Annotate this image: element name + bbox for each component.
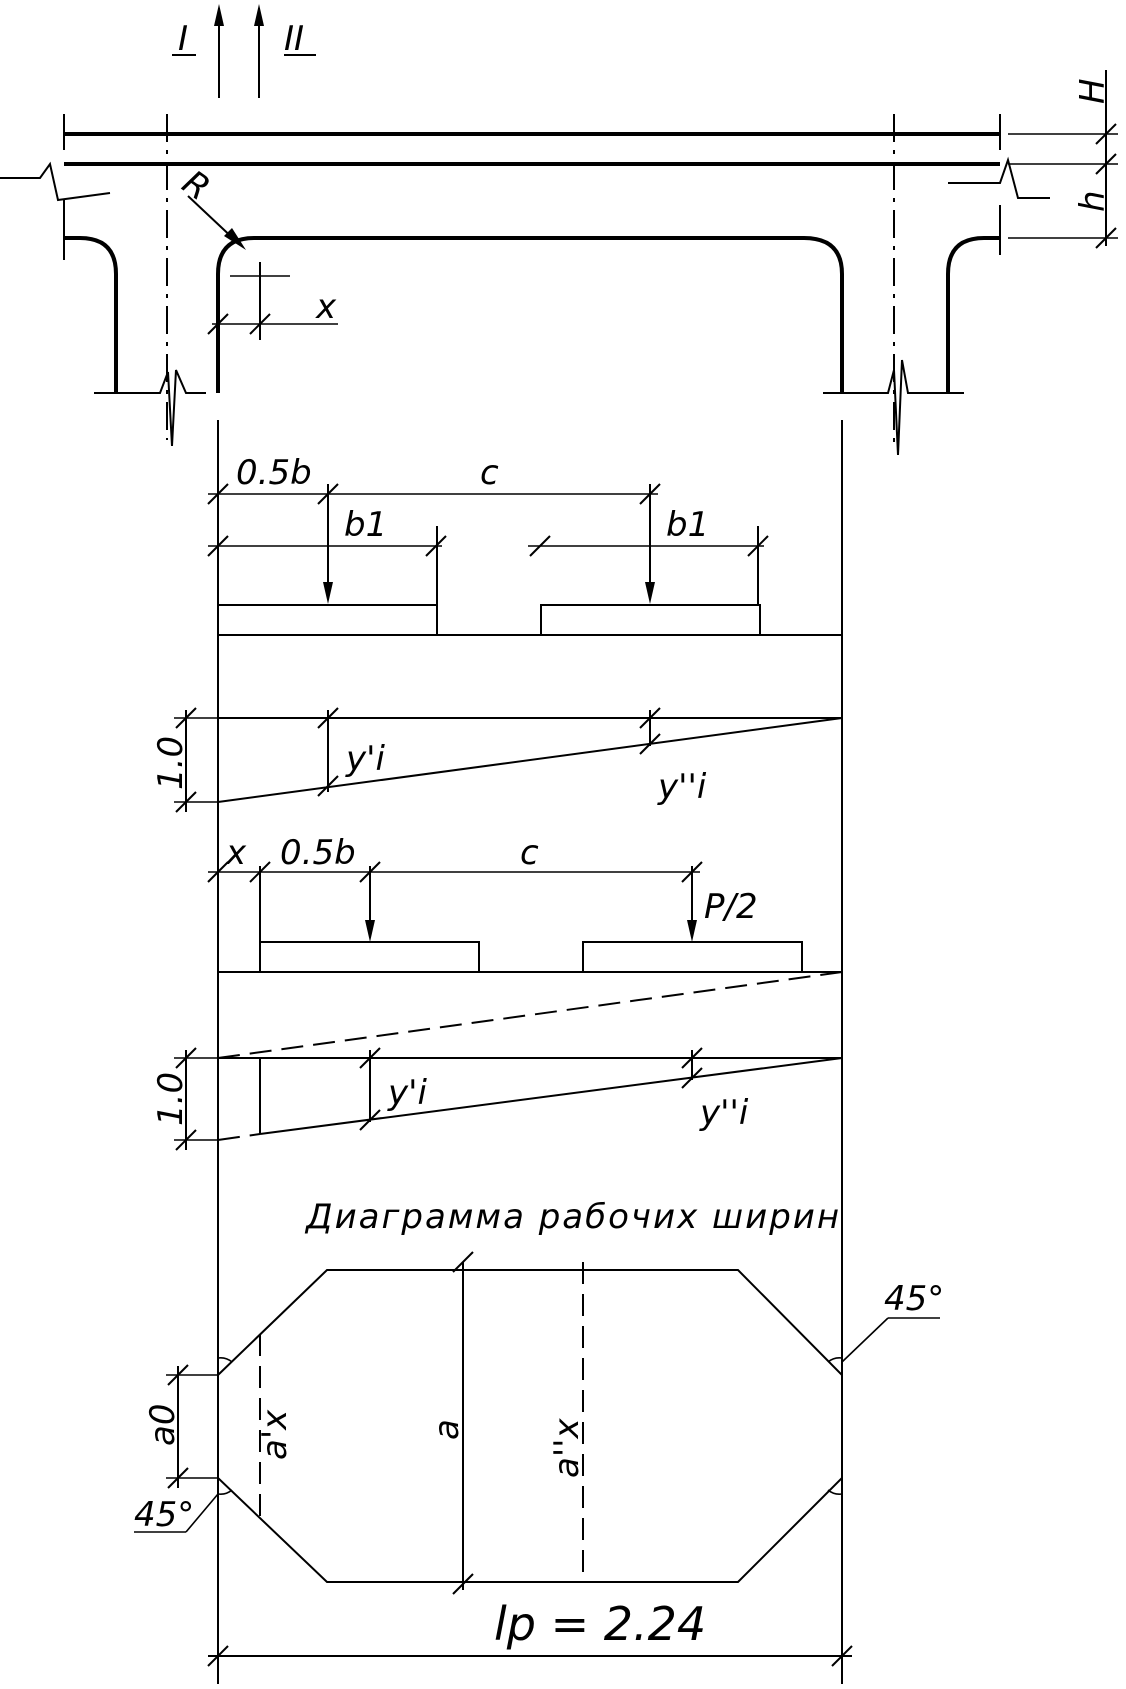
load-case-1: 0.5b c b1 b1 xyxy=(207,453,842,636)
influence-line-2: 1.0 y'i y''i xyxy=(151,971,843,1151)
dim-c-1: c xyxy=(480,453,499,493)
dim-one-2: 1.0 xyxy=(151,1072,191,1126)
deck-section xyxy=(0,114,1050,456)
dim-R: R xyxy=(175,163,217,209)
angle-45-left: 45° xyxy=(134,1495,194,1535)
diagram-title: Диаграмма рабочих ширин xyxy=(304,1197,841,1237)
thickness-dimensions: H h xyxy=(1008,70,1118,249)
influence-line-1: 1.0 y'i y''i xyxy=(151,707,843,813)
y-prime-2: y'i xyxy=(387,1073,427,1113)
working-widths-diagram: a a'x a''x a0 45° 45° xyxy=(134,1251,944,1595)
section-mark-II: II xyxy=(284,19,304,59)
y-prime-1: y'i xyxy=(345,739,385,779)
dim-x-2: x xyxy=(225,833,247,873)
span-dimension: lp = 2.24 xyxy=(207,1597,853,1667)
dim-b1-left: b1 xyxy=(344,505,387,545)
dim-one-1: 1.0 xyxy=(151,736,191,790)
dim-half-b-2: 0.5b xyxy=(280,833,356,873)
dim-b1-right: b1 xyxy=(666,505,709,545)
dim-h: h xyxy=(1073,190,1113,212)
dim-c-2: c xyxy=(520,833,539,873)
fillet-dimensions: R x xyxy=(175,163,338,340)
section-arrows: I II xyxy=(172,4,316,98)
y-double-prime-2: y''i xyxy=(699,1093,749,1133)
y-double-prime-1: y''i xyxy=(657,767,707,807)
dim-P-half: P/2 xyxy=(704,887,758,927)
load-case-2: x 0.5b c P/2 xyxy=(207,833,842,973)
dim-half-b-1: 0.5b xyxy=(236,453,312,493)
ax-double-prime: a''x xyxy=(547,1417,587,1478)
angle-45-right: 45° xyxy=(884,1279,944,1319)
ax-prime: a'x xyxy=(255,1409,295,1460)
dim-lp: lp = 2.24 xyxy=(494,1597,706,1651)
dim-x-top: x xyxy=(315,287,337,327)
section-mark-I: I xyxy=(178,19,188,59)
dim-a0: a0 xyxy=(143,1404,183,1446)
dim-a: a xyxy=(427,1419,467,1440)
dim-H: H xyxy=(1073,78,1113,104)
